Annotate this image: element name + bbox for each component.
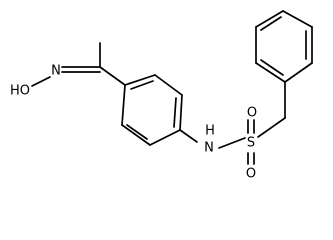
oxime-nitrogen-label: N — [51, 64, 61, 79]
ring-bond-1 — [124, 74, 156, 86]
bond-c-ring — [99, 66, 126, 86]
phenyl-double-3 — [260, 59, 284, 76]
ring-bond-4 — [149, 129, 181, 146]
phenyl-bond-6 — [255, 62, 286, 83]
bond-n-o — [31, 76, 51, 87]
ring-bond-5 — [121, 124, 151, 146]
phenyl-bond-3 — [282, 10, 313, 28]
ring-bond-2 — [154, 74, 183, 96]
ring-bond-6 — [121, 84, 126, 126]
ring-bond-3 — [179, 94, 183, 131]
chemical-structure-diagram: HO N H N S O O — [10, 10, 313, 182]
amide-hydrogen-label: H — [205, 124, 215, 139]
phenyl-bond-1 — [284, 62, 313, 83]
ring-double-2 — [173, 97, 177, 128]
bond-nh-s — [218, 137, 246, 149]
amide-nitrogen-label: N — [204, 141, 214, 156]
bond-ring-nh — [179, 129, 198, 143]
phenyl-double-2 — [260, 16, 282, 31]
sulfur-label: S — [247, 136, 255, 151]
hydroxyl-label: HO — [10, 84, 30, 99]
oxygen-top-label: O — [247, 106, 257, 121]
ring-double-3 — [126, 124, 148, 140]
bond-s-ch2 — [257, 117, 286, 138]
oxygen-bottom-label: O — [246, 167, 256, 182]
ring-double-1 — [130, 80, 154, 90]
phenyl-bond-4 — [255, 10, 284, 28]
